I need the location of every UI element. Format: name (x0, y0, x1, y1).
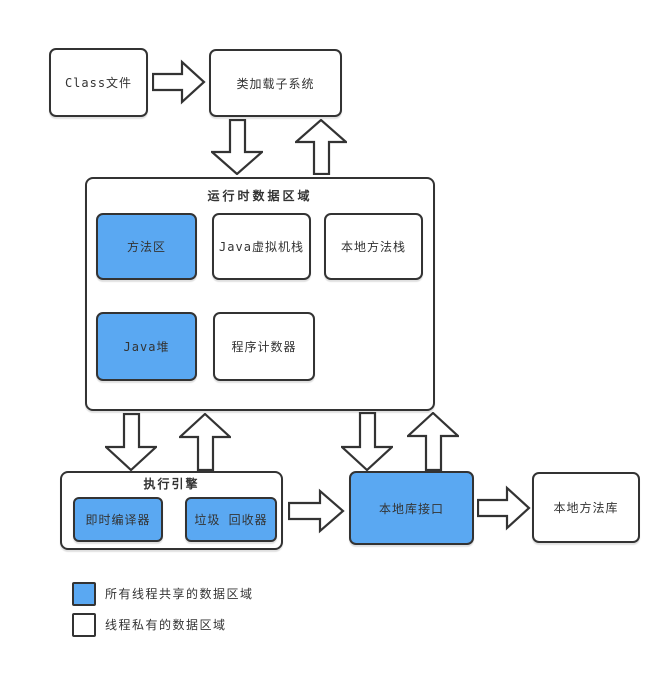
method-area-box: 方法区 (96, 213, 197, 280)
arrow-up-icon (179, 413, 231, 471)
arrow-down-icon (341, 412, 393, 471)
native-method-stack-box: 本地方法栈 (324, 213, 423, 280)
class-loader-subsystem-box: 类加载子系统 (209, 49, 342, 117)
java-heap-box: Java堆 (96, 312, 197, 381)
legend-shared-swatch (72, 582, 96, 606)
arrow-down-icon (211, 119, 263, 175)
legend-private-label: 线程私有的数据区域 (105, 618, 227, 632)
jit-compiler-box: 即时编译器 (73, 497, 163, 542)
native-method-library-box: 本地方法库 (532, 472, 640, 543)
java-vm-stack-box: Java虚拟机栈 (212, 213, 311, 280)
class-file-box: Class文件 (49, 48, 148, 117)
native-interface-box: 本地库接口 (349, 471, 474, 545)
arrow-up-icon (295, 119, 347, 175)
arrow-down-icon (105, 413, 157, 471)
garbage-collector-box: 垃圾 回收器 (185, 497, 277, 542)
execution-engine-title: 执行引擎 (143, 477, 200, 491)
program-counter-box: 程序计数器 (213, 312, 315, 381)
legend-private-swatch (72, 613, 96, 637)
arrow-right-icon (477, 485, 531, 531)
arrow-up-icon (407, 412, 459, 471)
legend-shared-label: 所有线程共享的数据区域 (105, 587, 254, 601)
arrow-right-icon (152, 59, 206, 105)
runtime-data-area-title: 运行时数据区域 (207, 189, 313, 203)
arrow-right-icon (288, 488, 345, 534)
